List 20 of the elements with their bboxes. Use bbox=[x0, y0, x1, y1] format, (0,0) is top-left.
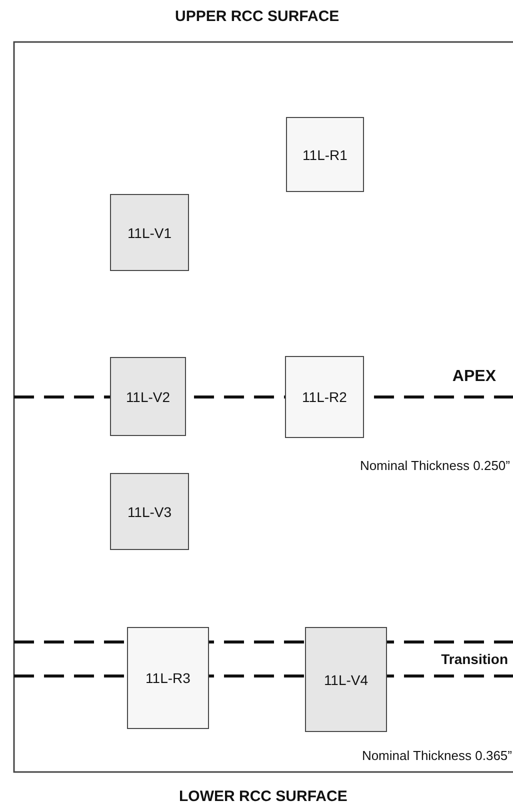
specimen-label: 11L-R3 bbox=[146, 670, 190, 686]
specimen-box bbox=[110, 357, 186, 436]
thickness-note: Nominal Thickness 0.365” bbox=[362, 748, 512, 763]
surface-label: LOWER RCC SURFACE bbox=[179, 788, 348, 805]
specimen-box bbox=[305, 627, 387, 732]
specimen-label: 11L-V1 bbox=[127, 224, 172, 240]
specimen-label: 11L-V4 bbox=[324, 672, 368, 688]
surface-label: UPPER RCC SURFACE bbox=[175, 8, 340, 25]
apex-label: APEX bbox=[452, 368, 496, 386]
specimen-box bbox=[127, 627, 209, 729]
specimen-box bbox=[110, 473, 189, 550]
specimen-box bbox=[285, 356, 364, 438]
specimen-label: 11L-R2 bbox=[302, 389, 347, 405]
transition-label: Transition bbox=[439, 651, 510, 667]
specimen-label: 11L-R1 bbox=[302, 146, 348, 162]
thickness-note: Nominal Thickness 0.250” bbox=[360, 458, 510, 473]
specimen-box bbox=[110, 194, 189, 271]
specimen-label: 11L-V3 bbox=[127, 504, 172, 520]
specimen-box bbox=[286, 117, 364, 192]
specimen-label: 11L-V2 bbox=[126, 388, 170, 404]
